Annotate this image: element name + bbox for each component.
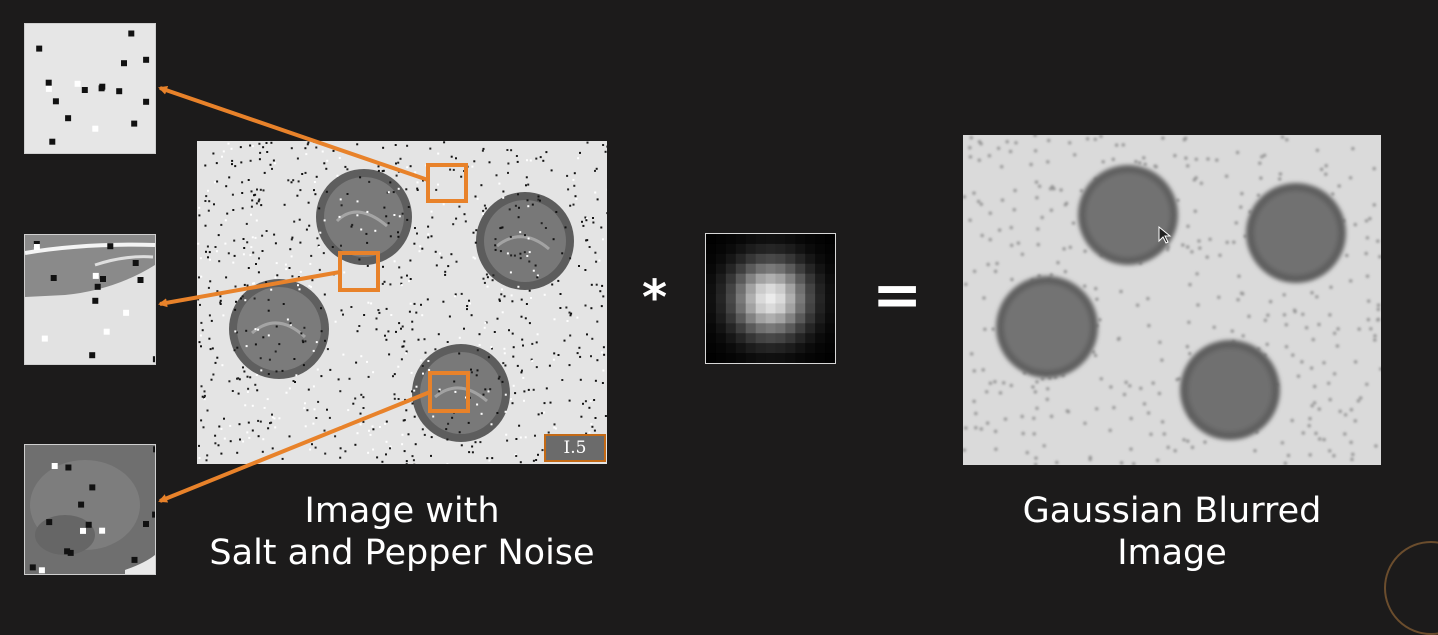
noisy-image-caption-line1: Image with: [197, 490, 607, 532]
highlight-box-middle: [340, 253, 378, 290]
gaussian-kernel-image: [706, 234, 835, 363]
noisy-image-caption-line2: Salt and Pepper Noise: [197, 532, 607, 574]
arrow-bottom: [160, 392, 430, 501]
blurred-coin-right: [1246, 183, 1346, 283]
arrow-middle: [160, 272, 340, 304]
slide: I.5 * =: [0, 0, 1438, 595]
highlight-box-top: [428, 165, 466, 201]
blurred-coins-canvas: [963, 135, 1381, 465]
noisy-image-caption: Image with Salt and Pepper Noise: [197, 490, 607, 574]
blurred-coin-top: [1078, 165, 1178, 265]
blurred-image-caption: Gaussian Blurred Image: [963, 490, 1381, 574]
blurred-image-caption-line2: Image: [963, 532, 1381, 574]
blurred-coins-image: [963, 135, 1381, 465]
blurred-coin-left: [996, 276, 1098, 378]
blurred-image-caption-line1: Gaussian Blurred: [963, 490, 1381, 532]
arrow-top: [160, 88, 428, 180]
convolve-operator: *: [642, 270, 667, 326]
gaussian-kernel: [705, 233, 836, 364]
equals-operator: =: [872, 262, 922, 328]
blurred-coin-bottom: [1180, 340, 1280, 440]
highlight-box-bottom: [430, 373, 468, 411]
